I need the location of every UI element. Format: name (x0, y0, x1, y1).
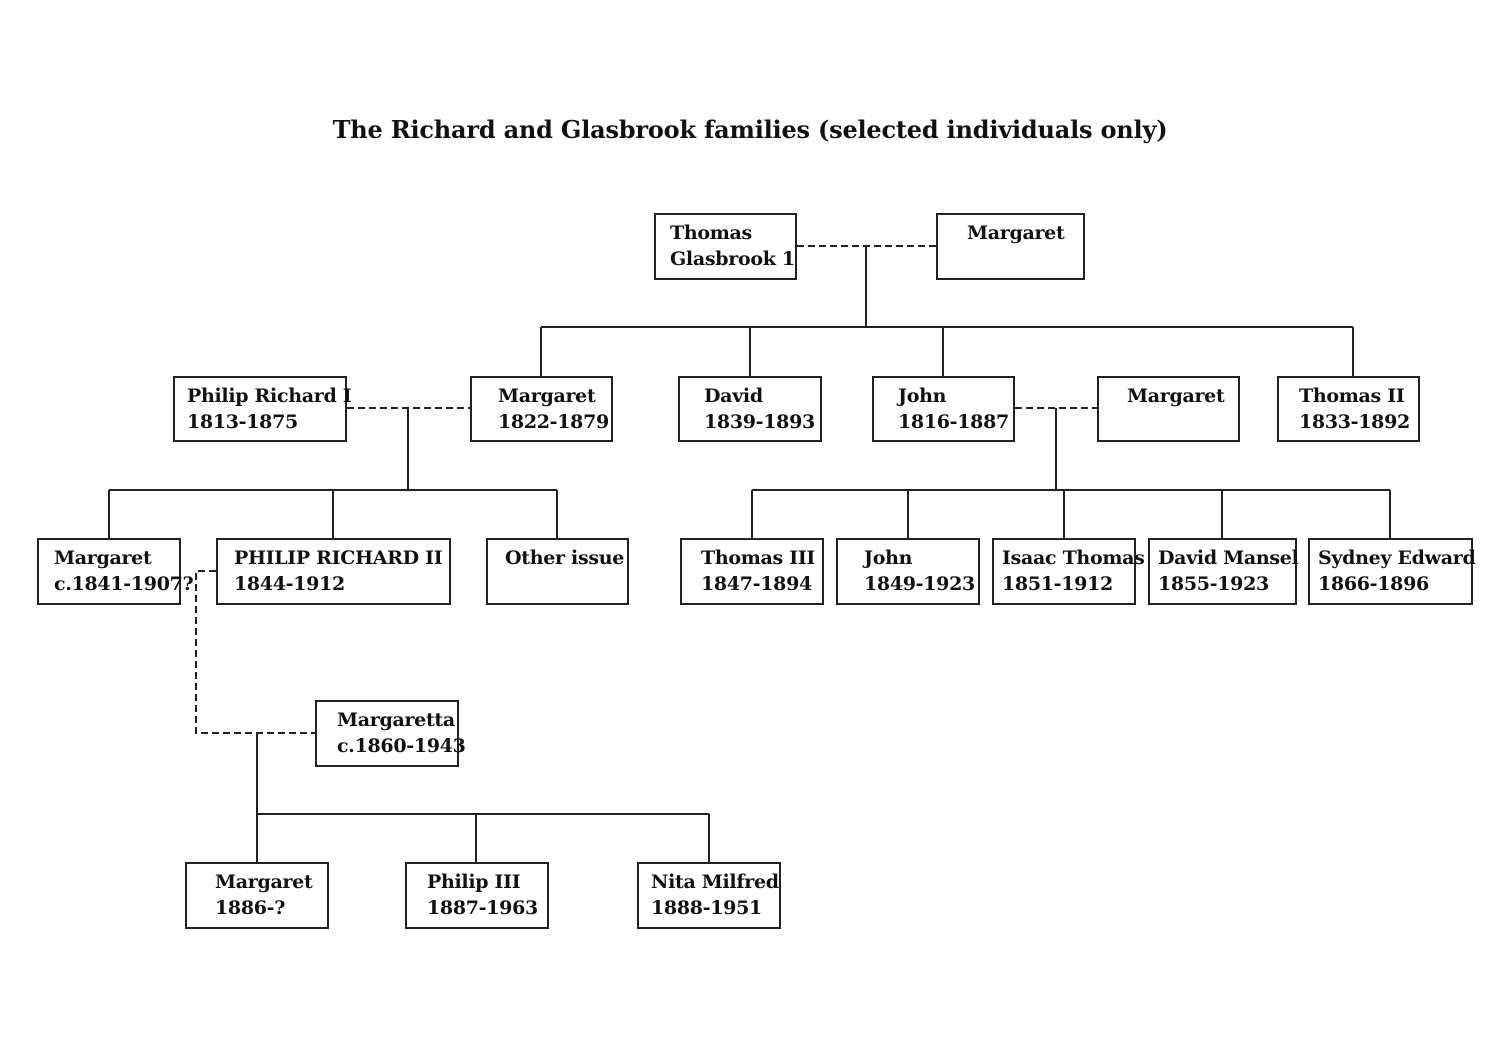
person-dates: 1855-1923 (1158, 573, 1269, 595)
person-box-david-mansel: David Mansel 1855-1923 (1148, 538, 1299, 605)
person-name: Margaret (498, 385, 596, 407)
person-name: Margaret (1127, 385, 1225, 407)
person-box-isaac-thomas: Isaac Thomas 1851-1912 (992, 538, 1145, 605)
person-dates: 1888-1951 (651, 897, 762, 919)
person-box-philip-iii: Philip III 1887-1963 (405, 862, 549, 929)
person-dates: 1833-1892 (1299, 411, 1410, 433)
person-dates: 1851-1912 (1002, 573, 1113, 595)
person-name: Isaac Thomas (1002, 547, 1145, 569)
person-box-margaret-1886: Margaret 1886-? (185, 862, 329, 929)
person-name: Margaret (54, 547, 152, 569)
person-dates: 1839-1893 (704, 411, 815, 433)
person-name: Philip III (427, 871, 521, 893)
person-dates: 1813-1875 (187, 411, 298, 433)
diagram-title: The Richard and Glasbrook families (sele… (332, 115, 1168, 144)
person-name: Sydney Edward (1318, 547, 1476, 569)
person-box-david-1839: David 1839-1893 (678, 376, 822, 442)
person-name: Other issue (505, 547, 625, 569)
person-name: Margaret (215, 871, 313, 893)
person-box-philip-richard-i: Philip Richard I 1813-1875 (173, 376, 352, 442)
person-box-other-issue: Other issue (486, 538, 629, 605)
person-name: David (704, 385, 763, 407)
person-name: PHILIP RICHARD II (234, 547, 443, 569)
person-name: Thomas III (701, 547, 816, 569)
person-box-john-1849: John 1849-1923 (836, 538, 980, 605)
person-box-thomas-iii: Thomas III 1847-1894 (680, 538, 824, 605)
person-box-margaretta: Margaretta c.1860-1943 (315, 700, 466, 767)
person-box-margaret-wife: Margaret (936, 213, 1085, 280)
person-box-sydney-edward: Sydney Edward 1866-1896 (1308, 538, 1476, 605)
person-box-margaret-1841: Margaret c.1841-1907? (37, 538, 194, 605)
person-box-john-1816: John 1816-1887 (872, 376, 1015, 442)
person-dates: 1866-1896 (1318, 573, 1429, 595)
person-name: John (898, 385, 947, 407)
person-box-margaret-1822: Margaret 1822-1879 (470, 376, 613, 442)
person-name: Thomas II (1299, 385, 1405, 407)
person-box-thomas-ii: Thomas II 1833-1892 (1277, 376, 1420, 442)
person-name: John (864, 547, 913, 569)
person-dates: 1887-1963 (427, 897, 538, 919)
person-dates: c.1841-1907? (54, 573, 194, 595)
person-box-philip-richard-ii: PHILIP RICHARD II 1844-1912 (216, 538, 451, 605)
person-dates: 1847-1894 (701, 573, 812, 595)
person-name: Margaretta (337, 709, 455, 731)
person-box-nita-milfred: Nita Milfred 1888-1951 (637, 862, 781, 929)
person-dates: 1844-1912 (234, 573, 345, 595)
person-box-thomas-glasbrook: Thomas Glasbrook 1 (654, 213, 797, 280)
person-name: Margaret (967, 222, 1065, 244)
person-dates: c.1860-1943 (337, 735, 466, 757)
person-dates: 1886-? (215, 897, 286, 919)
person-name: Glasbrook 1 (670, 248, 795, 270)
person-dates: 1849-1923 (864, 573, 975, 595)
person-dates: 1822-1879 (498, 411, 609, 433)
person-dates: 1816-1887 (898, 411, 1009, 433)
person-name: Thomas (670, 222, 752, 244)
person-box-margaret-john-wife: Margaret (1097, 376, 1240, 442)
person-name: Nita Milfred (651, 871, 779, 893)
person-name: Philip Richard I (187, 385, 352, 407)
person-name: David Mansel (1158, 547, 1299, 569)
